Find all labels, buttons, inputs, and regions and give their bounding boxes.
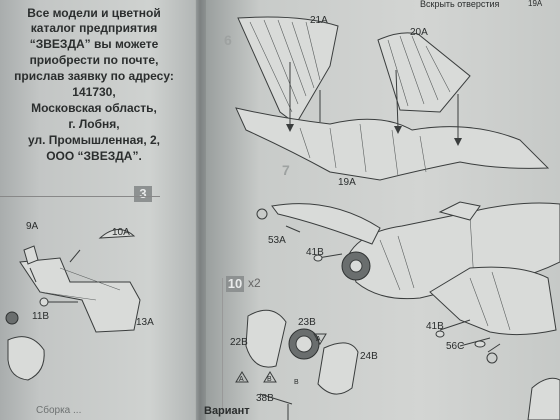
header-note: Вскрыть отверстия bbox=[420, 0, 500, 9]
part-label: 24В bbox=[360, 351, 378, 362]
landing-gear-assembly bbox=[5, 229, 141, 381]
attach-mark: А bbox=[316, 336, 321, 343]
address-line: приобрести по почте, bbox=[29, 53, 159, 67]
address-line: каталог предприятия bbox=[30, 21, 158, 35]
address-line: ул. Промышленная, 2, bbox=[27, 133, 161, 147]
attach-mark: В bbox=[294, 379, 299, 386]
step-badge: 10 bbox=[226, 276, 244, 292]
part-label: 22В bbox=[230, 337, 248, 348]
step-badge: 3 bbox=[134, 186, 152, 202]
attach-mark: А bbox=[239, 376, 244, 383]
part-label: 53А bbox=[268, 235, 286, 246]
step-number: 6 bbox=[224, 32, 232, 48]
part-label: 41В bbox=[426, 321, 444, 332]
part-label: 38В bbox=[256, 393, 274, 404]
fuselage-assembly bbox=[256, 201, 560, 420]
address-line: г. Лобня, bbox=[68, 117, 120, 131]
part-label: 19А bbox=[338, 177, 356, 188]
address-line: ООО “ЗВЕЗДА”. bbox=[46, 149, 142, 163]
variant-label: Вариант bbox=[204, 405, 250, 417]
address-line: Все модели и цветной bbox=[27, 6, 161, 20]
part-label: 9А bbox=[26, 221, 39, 232]
part-label: 21А bbox=[310, 15, 328, 26]
attach-mark: В bbox=[267, 376, 272, 383]
step-multiplier: x2 bbox=[248, 276, 261, 290]
address-line: “ЗВЕЗДА” вы можете bbox=[29, 37, 159, 51]
header-part: 19А bbox=[528, 0, 543, 8]
part-label: 13А bbox=[136, 317, 154, 328]
part-label: 20А bbox=[410, 27, 428, 38]
footer-text: Сборка ... bbox=[36, 405, 82, 416]
address-line: прислав заявку по адресу: bbox=[14, 69, 174, 83]
address-line: Московская область, bbox=[31, 101, 157, 115]
step-number: 7 bbox=[282, 162, 290, 178]
part-label: 10А bbox=[112, 227, 130, 238]
part-label: 11В bbox=[32, 311, 50, 322]
part-label: 23В bbox=[298, 317, 316, 328]
wheel-assembly bbox=[235, 309, 359, 420]
wing-assembly bbox=[235, 16, 550, 181]
part-label: 41В bbox=[306, 247, 324, 258]
part-label: 56С bbox=[446, 341, 465, 352]
address-line: 141730, bbox=[72, 85, 116, 99]
